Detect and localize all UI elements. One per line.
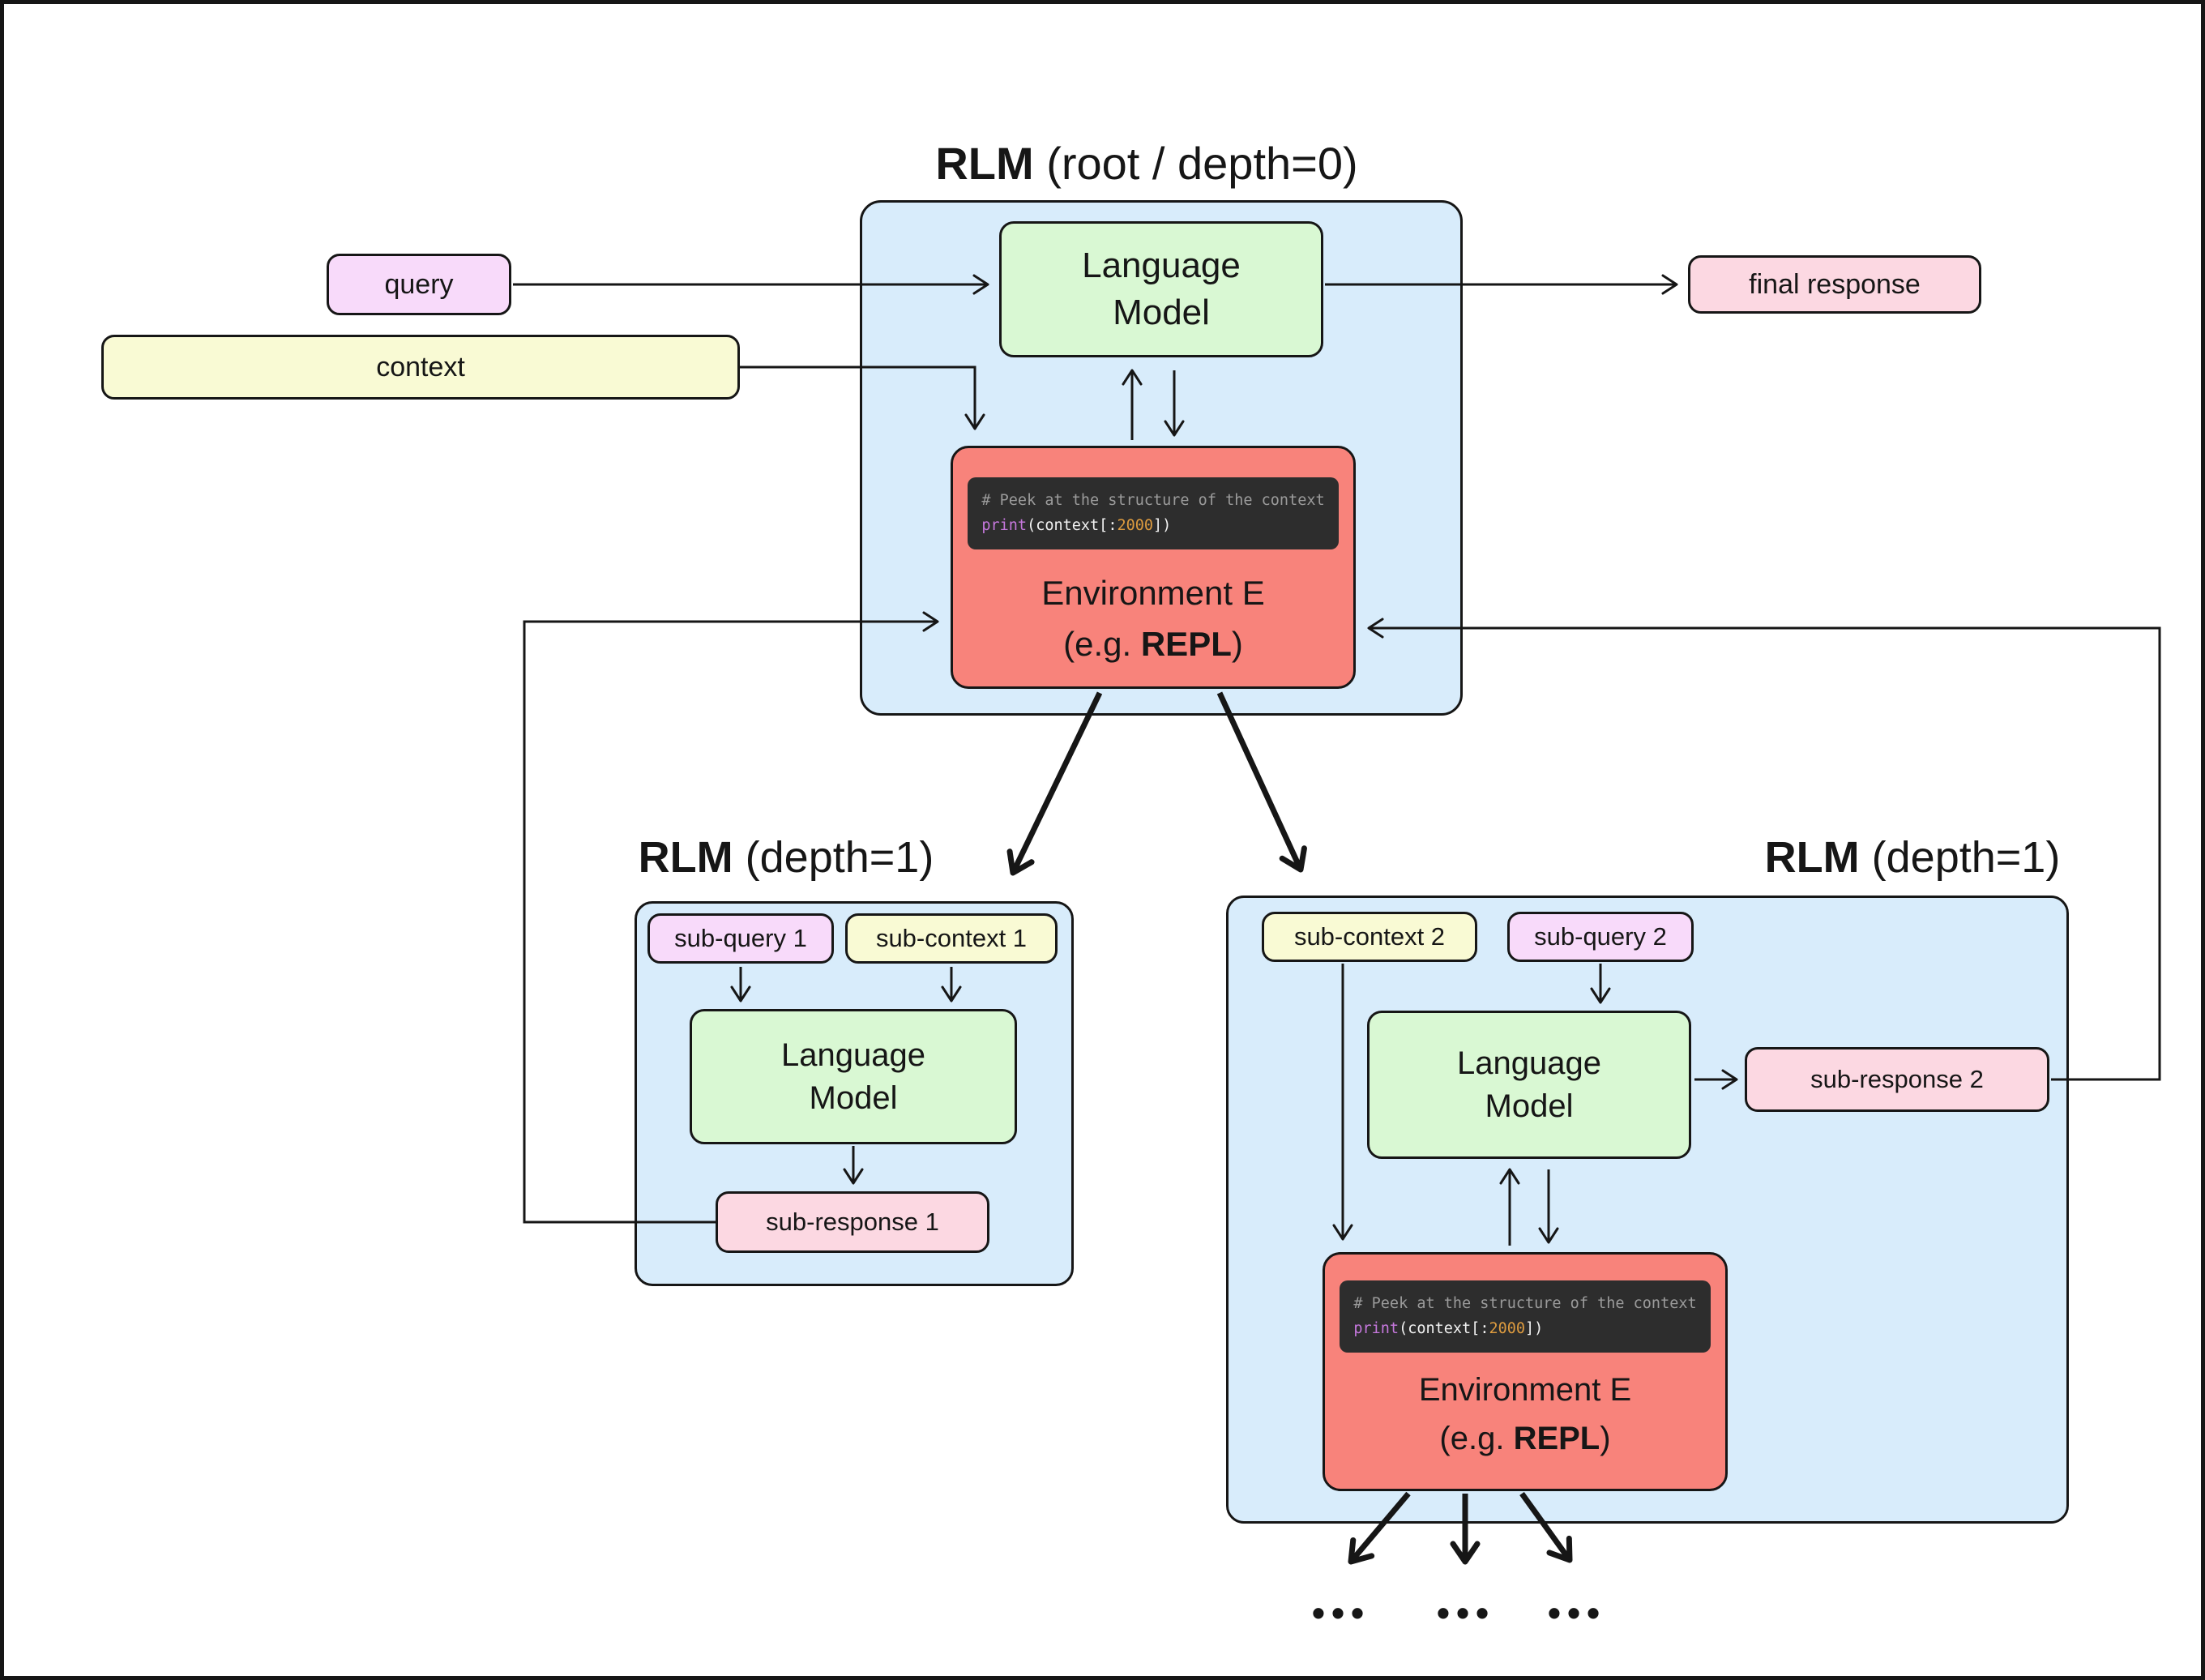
root-language-model-box: Language Model — [999, 221, 1323, 357]
sub2-context-chip: sub-context 2 — [1262, 912, 1477, 962]
query-label: query — [384, 268, 454, 300]
final-response-label: final response — [1749, 268, 1921, 300]
root-code-args-post: ]) — [1153, 517, 1172, 535]
sub2-environment-eg-pre: (e.g. — [1439, 1420, 1514, 1456]
sub1-rlm-title: RLM (depth=1) — [639, 832, 934, 883]
root-rlm-title-rest: (root / depth=0) — [1033, 138, 1358, 189]
sub1-context-label: sub-context 1 — [875, 924, 1028, 952]
recursion-dots-2: ••• — [1436, 1592, 1496, 1634]
sub2-rlm-title: RLM (depth=1) — [1765, 832, 2061, 883]
sub1-query-label: sub-query 1 — [674, 924, 807, 952]
root-code-number: 2000 — [1117, 517, 1154, 535]
sub1-rlm-title-bold: RLM — [638, 833, 733, 882]
sub1-query-chip: sub-query 1 — [647, 913, 834, 964]
sub1-language-model-box: Language Model — [690, 1009, 1017, 1144]
sub1-rlm-title-rest: (depth=1) — [733, 833, 934, 882]
sub1-language-model-label-line2: Model — [809, 1079, 898, 1116]
sub2-context-label: sub-context 2 — [1293, 922, 1446, 951]
root-environment-eg-post: ) — [1231, 624, 1243, 663]
sub2-rlm-title-bold: RLM — [1764, 833, 1860, 882]
sub2-code-print-keyword: print — [1353, 1320, 1399, 1338]
arrow-root-env-to-sub2 — [1216, 691, 1307, 873]
sub2-code-args-post: ]) — [1525, 1320, 1544, 1338]
root-environment-name: Environment E — [1041, 573, 1265, 612]
sub2-environment-repl: REPL — [1513, 1420, 1600, 1456]
sub1-response-label: sub-response 1 — [766, 1208, 939, 1236]
sub2-response-chip: sub-response 2 — [1745, 1047, 2049, 1112]
sub1-context-chip: sub-context 1 — [845, 913, 1058, 964]
final-response-chip: final response — [1688, 255, 1981, 314]
root-environment-repl: REPL — [1140, 624, 1232, 663]
context-chip: context — [101, 335, 740, 400]
sub2-code-number: 2000 — [1489, 1320, 1526, 1338]
sub2-language-model-box: Language Model — [1367, 1011, 1691, 1159]
root-environment-eg-line: (e.g. REPL) — [1041, 618, 1264, 669]
sub2-language-model-label-line2: Model — [1485, 1088, 1574, 1124]
sub2-response-label: sub-response 2 — [1810, 1065, 1984, 1093]
arrow-root-env-to-sub1 — [1006, 691, 1103, 876]
root-rlm-title: RLM (root / depth=0) — [935, 137, 1357, 190]
sub2-query-label: sub-query 2 — [1534, 922, 1667, 951]
sub2-code-snippet: # Peek at the structure of the context p… — [1340, 1280, 1711, 1353]
root-code-snippet: # Peek at the structure of the context p… — [968, 477, 1339, 549]
root-environment-label: Environment E (e.g. REPL) — [1041, 567, 1264, 669]
sub2-environment-label: Environment E (e.g. REPL) — [1419, 1366, 1631, 1463]
sub2-code-comment: # Peek at the structure of the context — [1353, 1295, 1697, 1312]
sub2-rlm-title-rest: (depth=1) — [1859, 833, 2061, 882]
query-chip: query — [327, 254, 511, 315]
sub1-language-model-label-line1: Language — [781, 1037, 925, 1073]
root-code-args-pre: (context[: — [1027, 517, 1117, 535]
root-language-model-label-line1: Language — [1082, 245, 1241, 285]
root-environment-eg-pre: (e.g. — [1063, 624, 1141, 663]
sub2-environment-eg-line: (e.g. REPL) — [1419, 1414, 1631, 1463]
root-code-comment: # Peek at the structure of the context — [981, 492, 1325, 509]
root-environment-box: # Peek at the structure of the context p… — [951, 446, 1356, 689]
sub2-language-model-label-line1: Language — [1457, 1045, 1601, 1081]
root-code-print-keyword: print — [981, 517, 1028, 535]
context-label: context — [376, 351, 465, 383]
recursion-dots-3: ••• — [1547, 1592, 1607, 1634]
sub2-environment-name: Environment E — [1418, 1371, 1632, 1408]
recursion-dots-1: ••• — [1311, 1592, 1371, 1634]
sub2-code-args-pre: (context[: — [1399, 1320, 1489, 1338]
sub2-query-chip: sub-query 2 — [1507, 912, 1694, 962]
root-language-model-label-line2: Model — [1113, 293, 1210, 332]
root-rlm-title-bold: RLM — [935, 138, 1034, 189]
sub2-environment-eg-post: ) — [1600, 1420, 1611, 1456]
sub1-response-chip: sub-response 1 — [716, 1191, 989, 1253]
sub2-environment-box: # Peek at the structure of the context p… — [1323, 1252, 1728, 1491]
